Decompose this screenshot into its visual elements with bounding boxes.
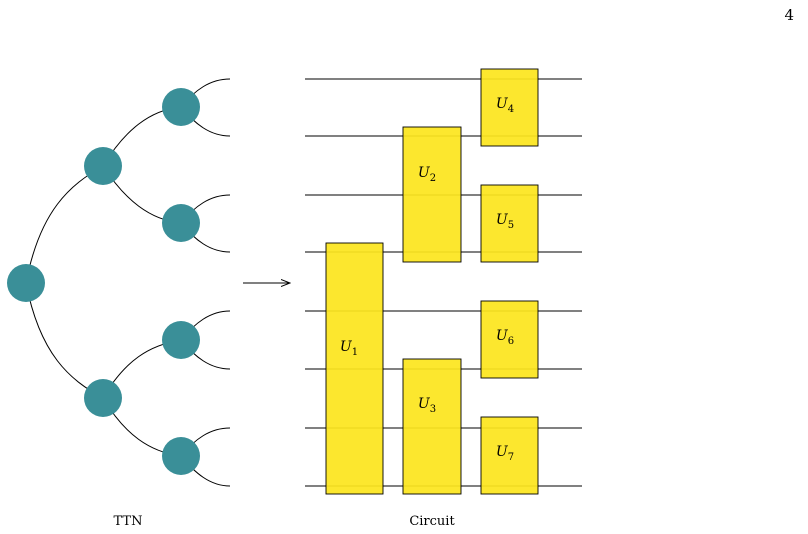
edge-root-upper: [25, 165, 104, 284]
gate-u3-symbol: U: [418, 396, 431, 412]
gate-u4-symbol: U: [496, 96, 509, 112]
ttn-node: [162, 88, 200, 126]
gate-u6-index: 6: [508, 336, 514, 347]
edge-root-lower: [25, 282, 104, 399]
svg-text:U7: U7: [496, 444, 514, 463]
gate-u1-index: 1: [352, 347, 358, 358]
ttn-node: [162, 437, 200, 475]
gate-u4: U4: [480, 68, 539, 147]
gate-u6: U6: [480, 300, 539, 379]
gate-u2-symbol: U: [418, 165, 431, 181]
gate-u4-index: 4: [508, 104, 514, 115]
ttn-nodes: [7, 88, 200, 475]
gate-u3: U3: [402, 358, 462, 495]
gate-u5-symbol: U: [496, 212, 509, 228]
svg-text:U3: U3: [418, 396, 436, 415]
gate-u6-symbol: U: [496, 328, 509, 344]
gate-u5: U5: [480, 184, 539, 263]
ttn-caption: TTN: [114, 514, 143, 529]
gate-u2: U2: [402, 126, 462, 263]
circuit-caption: Circuit: [409, 514, 455, 529]
gate-u1-symbol: U: [340, 339, 353, 355]
svg-text:U2: U2: [418, 165, 436, 184]
svg-text:U1: U1: [340, 339, 358, 358]
gate-u7-symbol: U: [496, 444, 509, 460]
ttn-node: [84, 147, 122, 185]
gate-u5-index: 5: [508, 220, 514, 231]
svg-text:U6: U6: [496, 328, 514, 347]
ttn-edges: [25, 78, 231, 487]
gate-u7: U7: [480, 416, 539, 495]
svg-text:U4: U4: [496, 96, 514, 115]
gate-u3-index: 3: [430, 404, 436, 415]
gate-u1: U1: [325, 242, 384, 495]
svg-text:U5: U5: [496, 212, 514, 231]
ttn-root-node: [7, 264, 45, 302]
gate-u2-index: 2: [430, 173, 436, 184]
circuit-diagram: U1 U2 U3 U4 U5 U6: [305, 68, 582, 529]
page-number: 4: [784, 6, 794, 24]
ttn-node: [84, 379, 122, 417]
gate-u7-index: 7: [508, 452, 514, 463]
ttn-diagram: TTN: [7, 78, 231, 529]
ttn-node: [162, 204, 200, 242]
gates: U1 U2 U3 U4 U5 U6: [325, 68, 539, 495]
ttn-node: [162, 321, 200, 359]
